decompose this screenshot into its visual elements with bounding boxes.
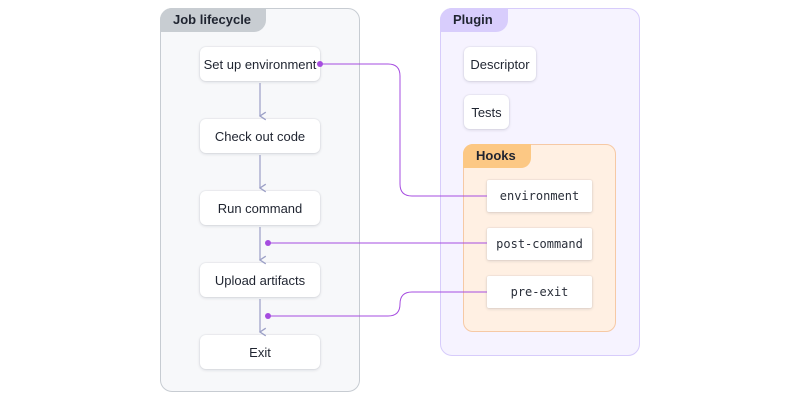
- plugin-item-descriptor: Descriptor: [464, 47, 536, 81]
- step-run-command: Run command: [200, 191, 320, 225]
- step-check-out-code: Check out code: [200, 119, 320, 153]
- hook-post-command: post-command: [487, 228, 592, 260]
- hook-pre-exit: pre-exit: [487, 276, 592, 308]
- job-lifecycle-title: Job lifecycle: [160, 8, 267, 32]
- step-upload-artifacts: Upload artifacts: [200, 263, 320, 297]
- plugin-title: Plugin: [440, 8, 508, 32]
- step-set-up-environment: Set up environment: [200, 47, 320, 81]
- hooks-title: Hooks: [463, 144, 531, 168]
- hook-environment: environment: [487, 180, 592, 212]
- plugin-item-tests: Tests: [464, 95, 509, 129]
- step-exit: Exit: [200, 335, 320, 369]
